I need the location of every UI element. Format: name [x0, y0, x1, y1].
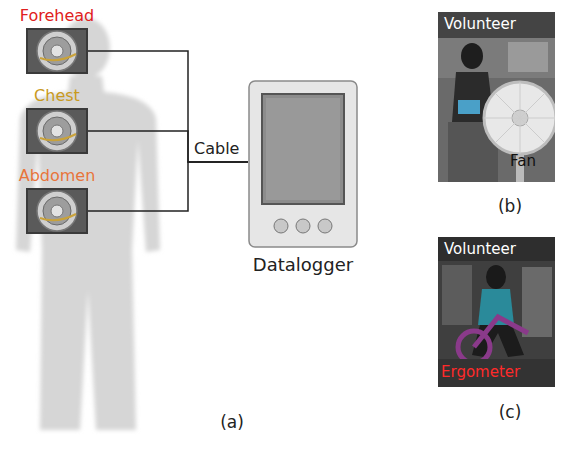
drawing-rect [249, 81, 357, 247]
drawing-circle [37, 111, 77, 151]
drawing-circle [318, 219, 332, 233]
drawing-rect [262, 94, 344, 204]
drawing-circle [51, 45, 63, 57]
drawing-rect [438, 38, 555, 78]
drawing-circle [51, 205, 63, 217]
drawing-rect [458, 100, 480, 114]
datalogger-device: Datalogger [248, 80, 358, 275]
drawing-circle [37, 191, 77, 231]
drawing-rect [26, 28, 88, 74]
drawing-rect [26, 108, 88, 154]
sensor-icon [26, 28, 88, 74]
drawing-ellipse [461, 43, 483, 69]
drawing-rect [438, 12, 555, 38]
sensor-icon [26, 108, 88, 154]
drawing-rect [438, 12, 555, 182]
sensor-label: Abdomen [17, 166, 98, 186]
device-label: Datalogger [248, 254, 358, 275]
drawing-rect [266, 98, 340, 200]
panel-label: (c) [499, 402, 522, 422]
sensor-label: Forehead [18, 6, 97, 26]
drawing-path [40, 214, 76, 220]
photo-caption: Volunteer [444, 240, 516, 258]
drawing-path [474, 317, 528, 347]
drawing-circle [51, 125, 63, 137]
human-silhouette [16, 18, 160, 430]
drawing-circle [484, 82, 555, 154]
drawing-rect [508, 42, 548, 72]
photo-panel: VolunteerErgometer [438, 237, 555, 387]
drawing-rect [442, 265, 472, 325]
drawing-rect [28, 190, 86, 232]
drawing-circle [37, 31, 77, 71]
panel-label: (a) [220, 412, 244, 432]
cable-line [88, 162, 248, 211]
drawing-path [40, 134, 76, 140]
drawing-rect [26, 188, 88, 234]
silhouette-body [16, 76, 160, 430]
drawing-circle [274, 219, 288, 233]
drawing-path [40, 54, 76, 60]
drawing-ellipse [486, 265, 506, 289]
drawing-rect [438, 237, 555, 387]
drawing-circle [296, 219, 310, 233]
drawing-rect [28, 110, 86, 152]
panel-label: (b) [498, 196, 522, 216]
sensor-node: Forehead [18, 6, 97, 74]
drawing-rect [28, 30, 86, 72]
datalogger-body [248, 80, 358, 248]
drawing-rect [438, 359, 555, 387]
drawing-rect [438, 237, 555, 261]
photo-caption: Fan [510, 152, 536, 170]
photo-panel: VolunteerFan [438, 12, 555, 182]
photo-scene [438, 12, 555, 182]
photo-caption: Volunteer [444, 15, 516, 33]
cable-label: Cable [194, 139, 239, 158]
sensor-icon [26, 188, 88, 234]
sensor-node: Chest [26, 86, 88, 154]
sensor-label: Chest [26, 86, 88, 106]
cable-line [88, 131, 248, 162]
drawing-path [484, 82, 555, 154]
drawing-rect [522, 267, 552, 337]
photo-caption: Ergometer [441, 363, 520, 381]
sensor-node: Abdomen [17, 166, 98, 234]
cable-line [88, 51, 248, 162]
